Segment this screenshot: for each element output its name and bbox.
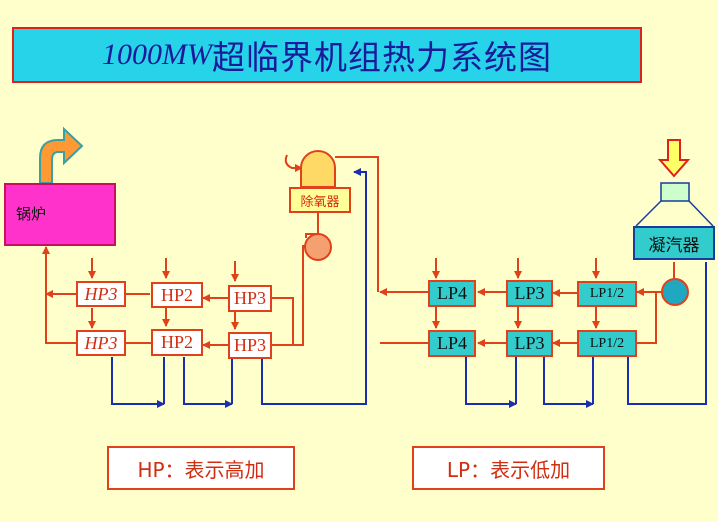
hp-heater-bottom-1: HP3	[76, 330, 126, 356]
title-chinese: 超临界机组热力系统图	[211, 38, 552, 77]
title-latin: 1000MW	[102, 38, 212, 71]
lp-heater-top-1: LP4	[428, 280, 476, 307]
lp-heater-top-2: LP3	[506, 280, 553, 307]
condensate-pump-icon	[661, 278, 689, 306]
lp-heater-bottom-1: LP4	[428, 330, 476, 357]
boiler-label: 锅炉	[16, 205, 47, 223]
legend-lp: LP：表示低加	[412, 446, 605, 490]
feed-pump-icon	[304, 233, 332, 261]
lp-heater-bottom-3: LP1/2	[577, 330, 637, 357]
hp-heater-top-2: HP2	[151, 282, 203, 308]
hp-heater-bottom-2: HP2	[151, 329, 203, 356]
legend-hp: HP：表示高加	[107, 446, 295, 490]
condenser-box: 凝汽器	[633, 226, 715, 260]
lp-heater-bottom-2: LP3	[506, 330, 553, 357]
hp-heater-bottom-3: HP3	[228, 332, 272, 359]
deaerator-tank-icon	[300, 150, 336, 188]
hp-heater-top-3: HP3	[228, 285, 272, 312]
steam-outlet-arrow-icon	[39, 126, 84, 184]
boiler-block: 锅炉	[4, 183, 116, 246]
page-title: 1000MW 超临界机组热力系统图	[12, 27, 642, 83]
lp-heater-top-3: LP1/2	[577, 281, 637, 307]
deaerator-label: 除氧器	[289, 187, 351, 213]
condenser-neck-icon	[635, 182, 714, 227]
hp-heater-top-1: HP3	[76, 281, 126, 307]
exhaust-inlet-arrow-icon	[657, 139, 691, 178]
